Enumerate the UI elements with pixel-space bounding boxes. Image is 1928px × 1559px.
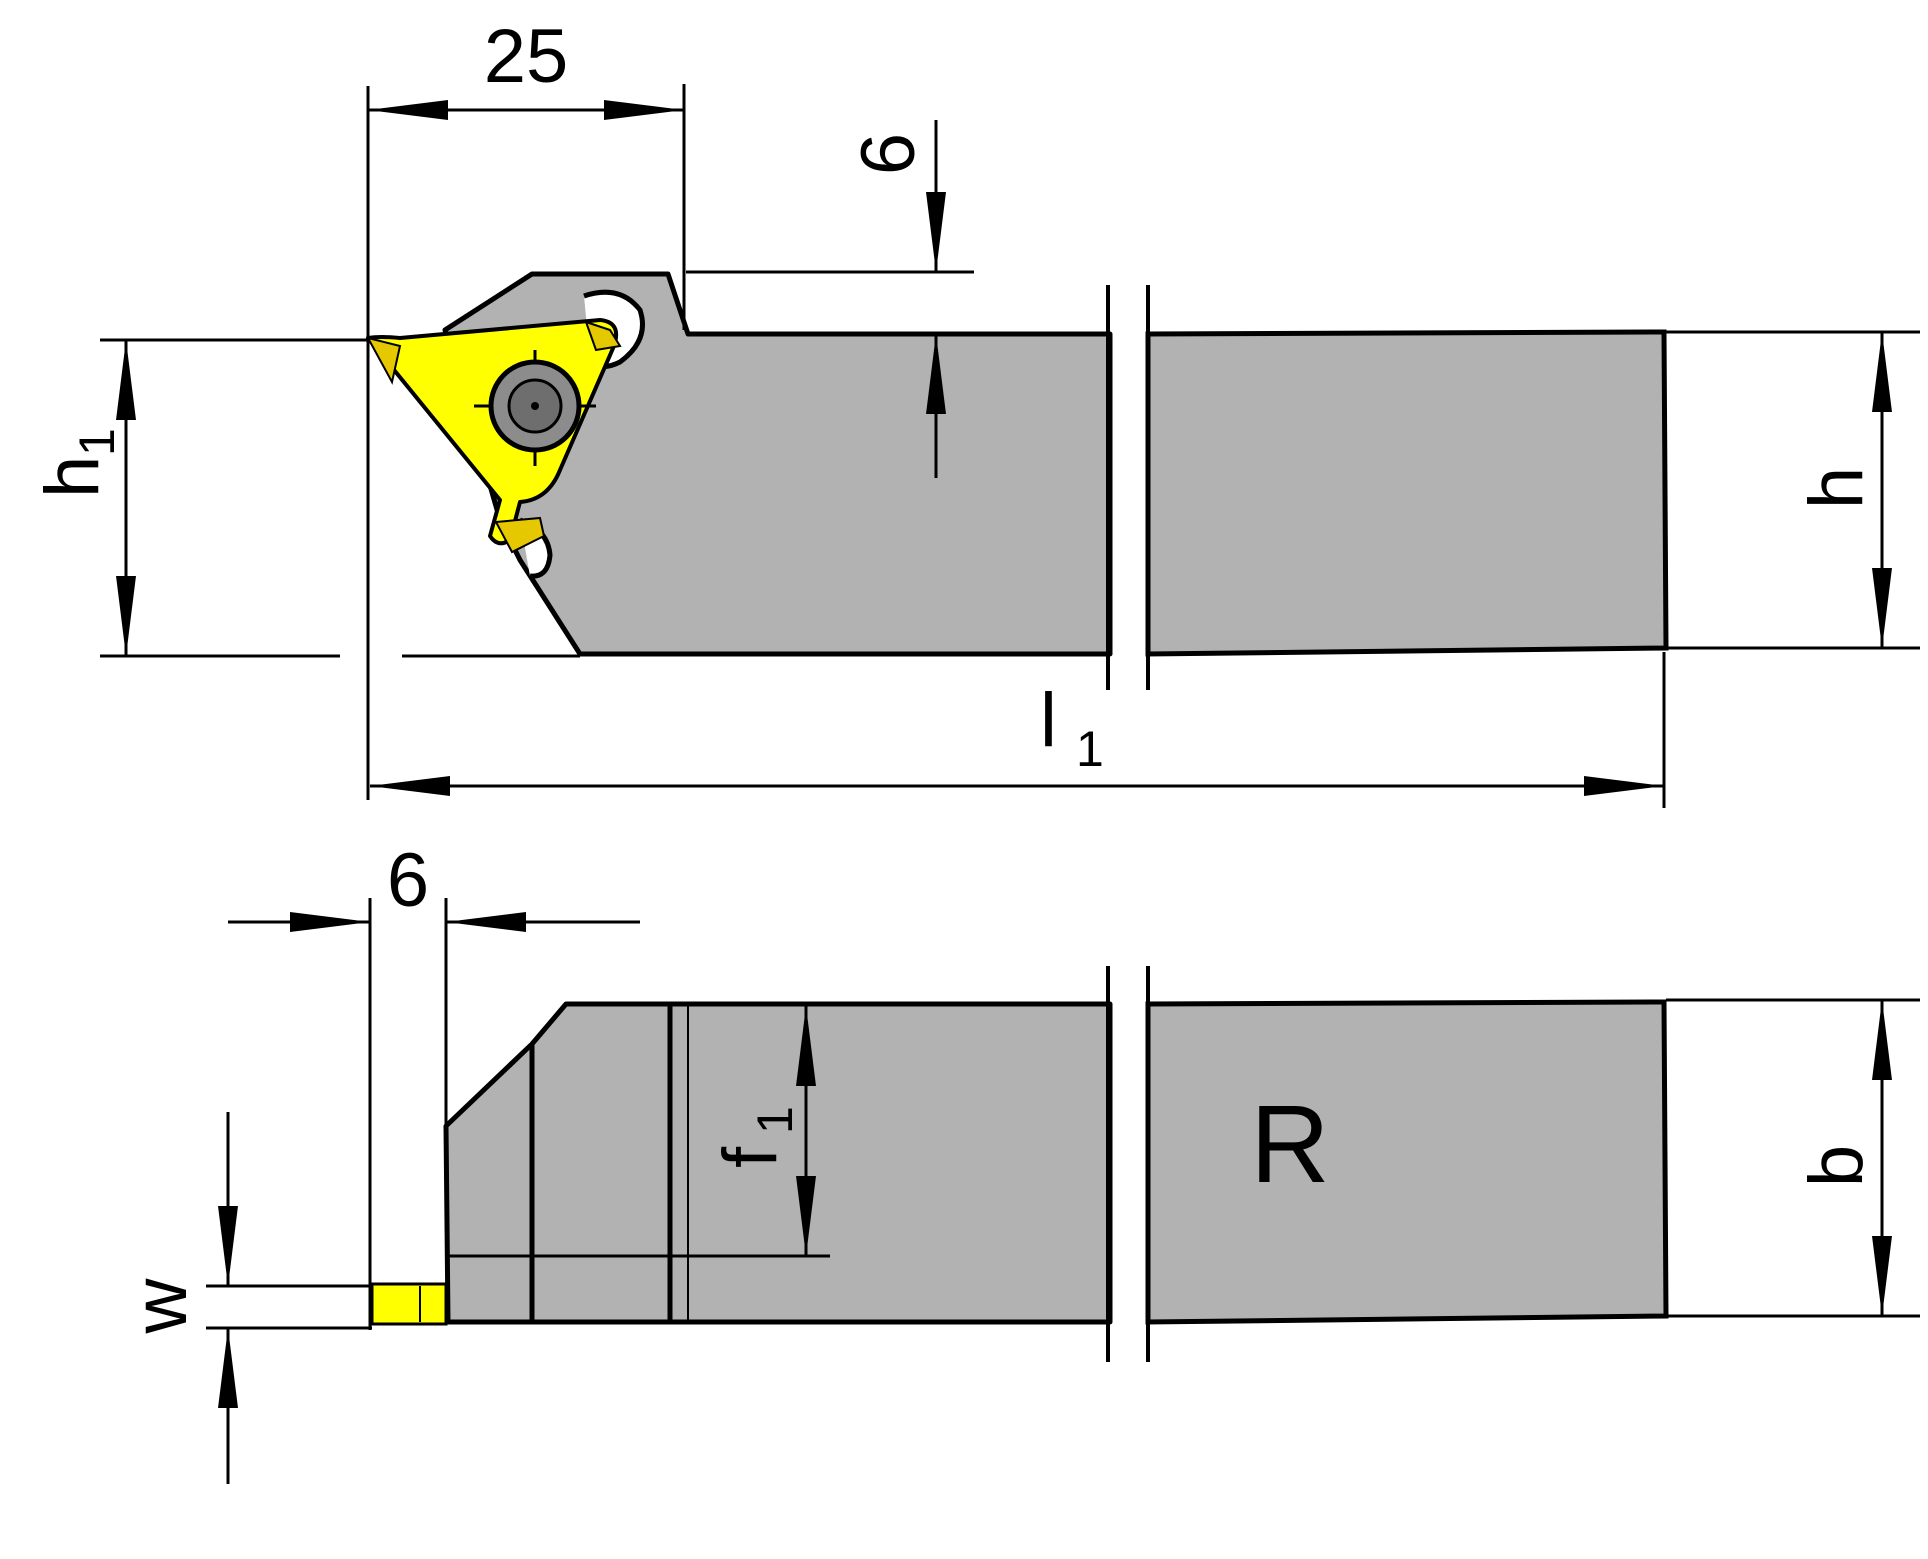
f1-main: f (708, 1146, 793, 1168)
hand-label-r: R (1250, 1083, 1329, 1206)
insert-corner-left (366, 336, 402, 385)
dim-label-25: 25 (484, 14, 569, 99)
dim-label-l1: l 1 (1040, 678, 1104, 777)
l1-sub: 1 (1076, 721, 1104, 777)
dim-label-w: w (118, 1277, 203, 1334)
h1-main: h (30, 456, 115, 498)
top-dimensions (100, 84, 1920, 808)
dim-label-h: h (1794, 467, 1879, 509)
dim-label-top-6: 6 (846, 133, 931, 175)
l1-main: l (1040, 678, 1057, 763)
insert-corner-top (584, 320, 622, 352)
top-view (366, 271, 1669, 690)
f1-sub: 1 (747, 1106, 803, 1134)
side-view (370, 966, 1669, 1362)
h1-sub: 1 (69, 428, 125, 456)
side-dimensions (206, 898, 1920, 1484)
dim-label-b: b (1794, 1145, 1879, 1187)
side-insert (370, 1282, 448, 1326)
dim-label-bottom-6: 6 (387, 838, 429, 923)
screw-icon (474, 350, 596, 466)
dim-label-f1: f 1 (708, 1106, 803, 1168)
side-holder-body-right (1145, 999, 1669, 1325)
top-holder-shank (1145, 329, 1669, 657)
dim-label-h1: h 1 (30, 428, 125, 498)
insert-corner-bottom (494, 516, 546, 554)
